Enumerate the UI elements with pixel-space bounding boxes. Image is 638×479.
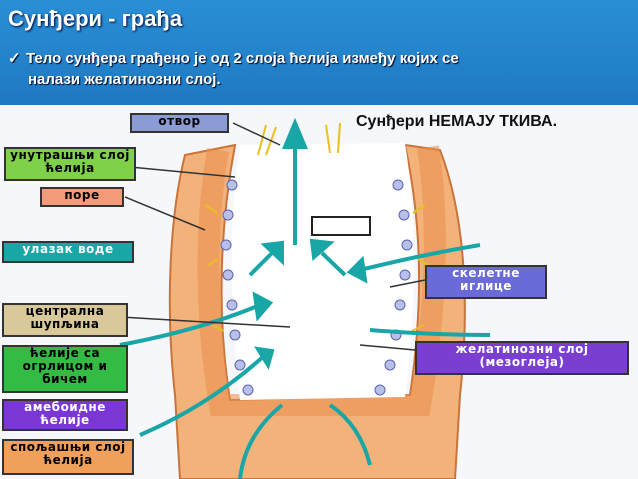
bullet-line-2: налази желатинозни слој. (28, 71, 221, 88)
leader-lines (119, 122, 426, 351)
sponge-diagram (119, 117, 491, 479)
slide-title: Сунђери - грађа (8, 6, 183, 31)
checkmark-icon: ✓ (8, 50, 21, 67)
bullet-line-1: Тело сунђера грађено је од 2 слоја ћелиј… (26, 50, 459, 67)
water-flow-arrows (119, 117, 491, 479)
label-opening: отвор (130, 113, 229, 133)
spicules (204, 204, 429, 332)
central-cavity (231, 143, 414, 400)
highlight-box (311, 216, 371, 236)
label-pores: поре (40, 187, 124, 207)
diagram-panel: Сунђери НЕМАЈУ ТКИВА. отвор унутрашњи сл… (0, 105, 638, 479)
bullet-text: ✓ Тело сунђера грађено је од 2 слоја ћели… (8, 48, 608, 90)
note-text: Сунђери НЕМАЈУ ТКИВА. (356, 113, 558, 130)
sponge-inner-wall (197, 145, 446, 416)
label-mesoglea: желатинозни слој(мезоглеја) (415, 341, 629, 375)
label-water-inflow: улазак воде (2, 241, 134, 263)
